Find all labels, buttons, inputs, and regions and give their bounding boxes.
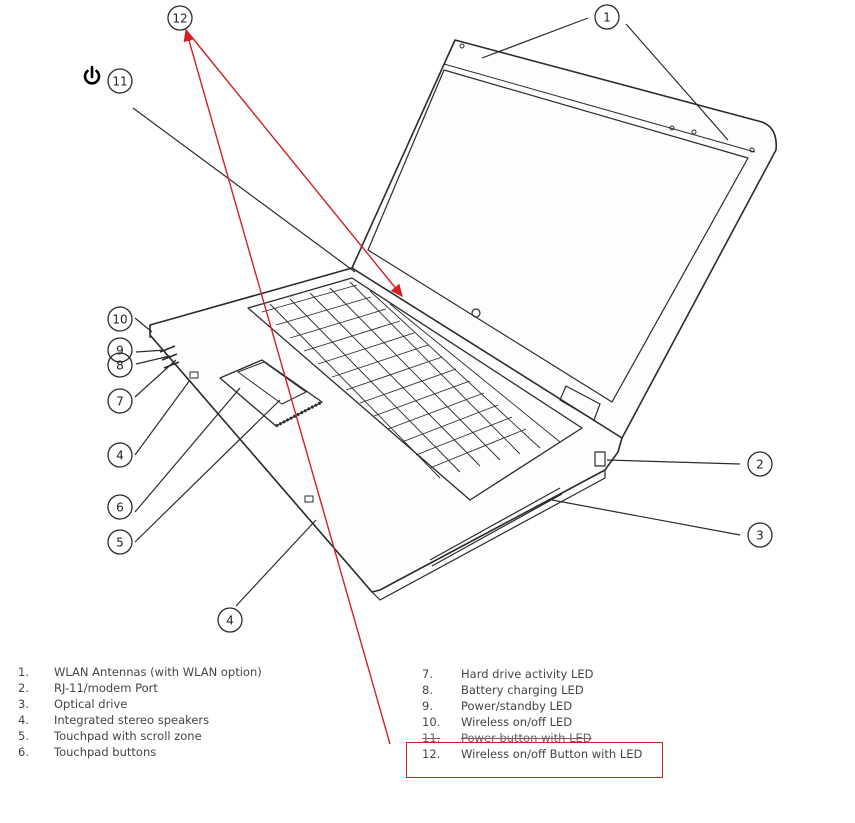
legend-text: Battery charging LED bbox=[461, 683, 584, 697]
legend-item: 10. Wireless on/off LED bbox=[422, 714, 642, 730]
legend-item: 6. Touchpad buttons bbox=[18, 744, 262, 760]
legend-number: 5. bbox=[18, 729, 29, 743]
callout-4-bottom: 4 bbox=[217, 607, 243, 633]
legend-right: 7. Hard drive activity LED 8. Battery char… bbox=[422, 666, 642, 762]
svg-text:12: 12 bbox=[172, 12, 187, 26]
callout-3: 3 bbox=[747, 522, 773, 548]
legend-left: 1. WLAN Antennas (with WLAN option) 2. RJ-… bbox=[18, 664, 262, 760]
legend-number: 11. bbox=[422, 731, 441, 745]
svg-text:1: 1 bbox=[603, 11, 611, 25]
legend-number: 12. bbox=[422, 747, 441, 761]
svg-text:6: 6 bbox=[116, 501, 124, 515]
svg-text:11: 11 bbox=[112, 75, 127, 89]
legend-item-struck: 11. Power button with LED bbox=[422, 730, 642, 746]
legend-number: 7. bbox=[422, 667, 433, 681]
legend-text: RJ-11/modem Port bbox=[54, 681, 158, 695]
legend-number: 4. bbox=[18, 713, 29, 727]
callout-12: 12 bbox=[167, 5, 193, 31]
legend-item: 4. Integrated stereo speakers bbox=[18, 712, 262, 728]
keyboard-area bbox=[247, 277, 583, 501]
legend-number: 6. bbox=[18, 745, 29, 759]
svg-text:4: 4 bbox=[226, 614, 234, 628]
legend-text: Wireless on/off LED bbox=[461, 715, 573, 729]
svg-text:5: 5 bbox=[116, 536, 124, 550]
legend-item: 7. Hard drive activity LED bbox=[422, 666, 642, 682]
highlight-box bbox=[406, 742, 663, 778]
svg-text:3: 3 bbox=[756, 529, 764, 543]
red-arrows bbox=[183, 28, 403, 745]
arrow-to-callout-12 bbox=[183, 28, 391, 745]
legend-text: Optical drive bbox=[54, 697, 128, 711]
legend-number: 10. bbox=[422, 715, 441, 729]
keyboard-keys bbox=[261, 281, 561, 479]
callout-2: 2 bbox=[747, 451, 773, 477]
legend-item: 1. WLAN Antennas (with WLAN option) bbox=[18, 664, 262, 680]
leader-lines bbox=[132, 17, 741, 607]
legend-text: Hard drive activity LED bbox=[461, 667, 594, 681]
legend-text: Wireless on/off Button with LED bbox=[461, 747, 643, 761]
legend-item: 9. Power/standby LED bbox=[422, 698, 642, 714]
callout-9: 9 bbox=[107, 337, 133, 363]
callout-6: 6 bbox=[107, 494, 133, 520]
legend-item-highlighted: 12. Wireless on/off Button with LED bbox=[422, 746, 642, 762]
legend-text: Touchpad with scroll zone bbox=[54, 729, 202, 743]
legend-number: 1. bbox=[18, 665, 29, 679]
arrow-to-wireless-button bbox=[185, 29, 403, 298]
optical-drive bbox=[429, 487, 563, 567]
legend-text: Integrated stereo speakers bbox=[54, 713, 210, 727]
callout-4-left: 4 bbox=[107, 442, 133, 468]
legend-item: 5. Touchpad with scroll zone bbox=[18, 728, 262, 744]
svg-text:7: 7 bbox=[116, 395, 124, 409]
laptop-illustration bbox=[149, 39, 778, 601]
legend-text: Touchpad buttons bbox=[54, 745, 157, 759]
legend-text: Power/standby LED bbox=[461, 699, 573, 713]
callout-1: 1 bbox=[594, 4, 620, 30]
legend-text: Power button with LED bbox=[461, 731, 592, 745]
svg-text:8: 8 bbox=[116, 359, 124, 373]
callout-8: 8 bbox=[107, 352, 133, 378]
svg-text:9: 9 bbox=[116, 344, 124, 358]
callout-5: 5 bbox=[107, 529, 133, 555]
display-screen bbox=[367, 69, 749, 403]
legend-number: 9. bbox=[422, 699, 433, 713]
callout-7: 7 bbox=[107, 388, 133, 414]
callout-11: 11 bbox=[107, 68, 133, 94]
modem-port bbox=[594, 451, 606, 467]
legend-number: 2. bbox=[18, 681, 29, 695]
svg-text:2: 2 bbox=[756, 458, 764, 472]
legend-text: WLAN Antennas (with WLAN option) bbox=[54, 665, 262, 679]
legend-number: 3. bbox=[18, 697, 29, 711]
callout-10: 10 bbox=[107, 306, 133, 332]
legend-item: 2. RJ-11/modem Port bbox=[18, 680, 262, 696]
power-icon bbox=[83, 65, 101, 85]
svg-text:4: 4 bbox=[116, 449, 124, 463]
svg-text:10: 10 bbox=[112, 313, 127, 327]
legend-item: 3. Optical drive bbox=[18, 696, 262, 712]
callouts: 1 2 3 4 4 5 6 7 8 9 10 11 12 bbox=[107, 4, 773, 633]
legend-number: 8. bbox=[422, 683, 433, 697]
legend-item: 8. Battery charging LED bbox=[422, 682, 642, 698]
touchpad bbox=[219, 359, 323, 427]
